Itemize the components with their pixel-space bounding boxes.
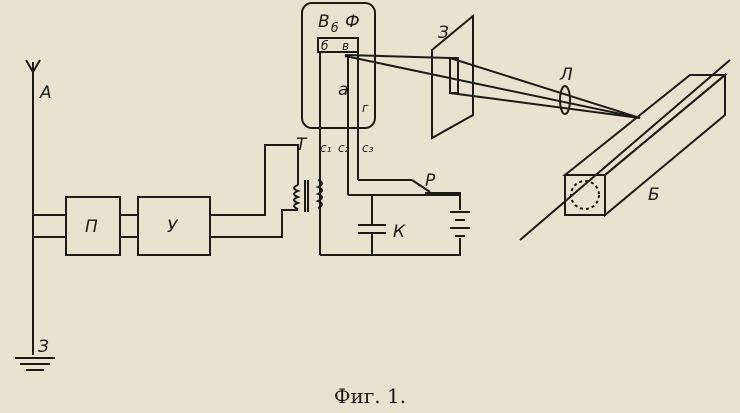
c1-label: c₁ [320,141,332,155]
antenna [25,59,41,355]
c2-label: c₂ [338,141,350,155]
tube-sub-label: б [331,21,339,35]
c3-label: c₃ [362,141,374,155]
transformer [293,179,323,212]
electrode-v-label: в [342,39,349,53]
screen [431,13,474,140]
switch-lever [411,179,431,193]
capacitor [358,224,386,234]
amplifier-label: У [167,217,179,237]
battery [450,211,470,237]
figure-caption: Фиг. 1. [333,384,407,408]
lens [559,85,571,115]
switch-label: Р [425,171,436,191]
box-label: Б [648,185,660,205]
amplifier-block [137,196,211,256]
tube-phi-label: Ф [345,12,360,32]
electrode-g-label: г [362,101,369,115]
electrode-b-label: б [321,39,329,53]
tube-envelope [301,2,376,129]
box-prism [519,59,731,241]
lens-label: Л [559,65,573,85]
preamp-block [65,196,121,256]
electrode-a-label: а [338,80,348,100]
antenna-label: А [39,83,52,103]
tube-label: В [318,12,330,32]
capacitor-label: К [393,222,406,242]
transformer-label: Т [296,135,308,155]
screen-label: З [438,23,449,43]
preamp-label: П [85,217,98,237]
ground-symbol [15,357,55,371]
ground-label: З [38,337,49,357]
